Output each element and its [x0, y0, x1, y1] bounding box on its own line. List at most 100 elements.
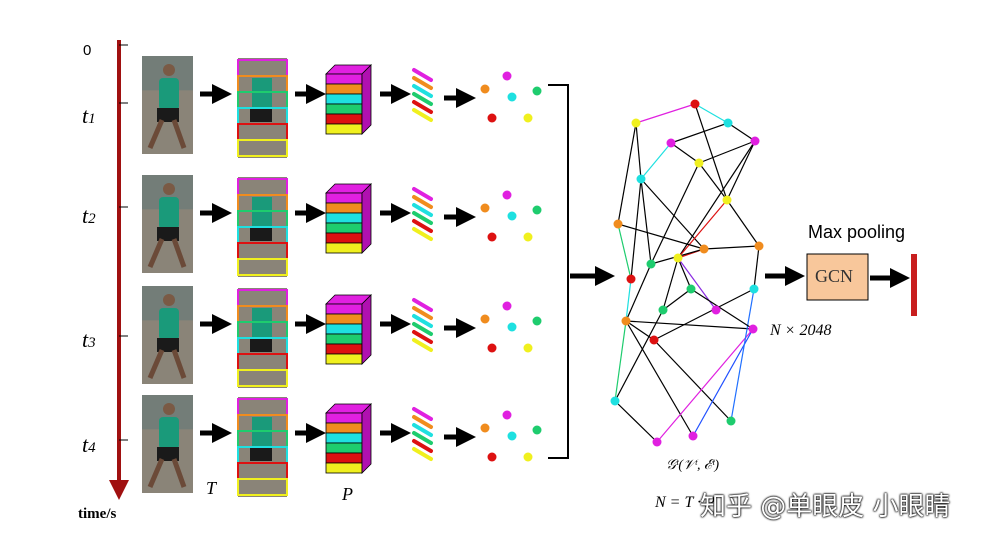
feature-slice [412, 439, 433, 453]
part-box [237, 258, 288, 276]
graph-edge [640, 142, 672, 180]
stack-layer [325, 202, 363, 214]
graph-node [711, 305, 721, 315]
graph-edge [650, 162, 700, 265]
graph-node [750, 136, 760, 146]
node-dot [532, 205, 542, 215]
person-leg [147, 458, 165, 488]
partitioned-torso [252, 417, 272, 449]
graph-edge [670, 142, 700, 164]
row-4 [142, 395, 542, 497]
node-dot [523, 232, 533, 242]
node-dot [487, 232, 497, 242]
row-2 [142, 175, 542, 277]
time-origin-label: 0 [83, 42, 92, 59]
feature-slice [412, 407, 433, 421]
feature-slice [412, 227, 433, 241]
person-shorts [157, 338, 179, 352]
part-box [237, 369, 288, 387]
feature-slice [412, 108, 433, 122]
graph-node [666, 138, 676, 148]
graph-edge [625, 320, 754, 330]
pooled-count-label: P [342, 484, 353, 504]
feature-slice [412, 76, 433, 90]
feature-slice [412, 298, 433, 312]
graph-edges [614, 103, 760, 443]
graph-nodes [610, 99, 764, 447]
node-dot [532, 425, 542, 435]
stack-layer [325, 83, 363, 95]
node-dot [523, 452, 533, 462]
time-axis-label: time/s [78, 506, 117, 522]
graph-edge [698, 140, 756, 164]
graph-edge [614, 400, 658, 443]
person-head [163, 403, 175, 415]
output-feature-bar [911, 254, 917, 316]
person-torso [159, 197, 179, 229]
graph-edge [617, 223, 705, 250]
person-torso [159, 308, 179, 340]
node-dot [502, 410, 512, 420]
max-pooling-label: Max pooling [808, 222, 906, 242]
stack-layer [325, 242, 363, 254]
time-label-t4: t4 [82, 432, 96, 457]
feature-dims-label: N × 2048 [770, 322, 832, 339]
graph-edge [617, 122, 637, 225]
person-head [163, 64, 175, 76]
stack-layer [325, 222, 363, 234]
feature-slice [412, 203, 433, 217]
time-label-t3: t3 [82, 327, 96, 352]
stack-layer [325, 353, 363, 365]
stack-layer [325, 343, 363, 355]
graph-edge [653, 339, 732, 422]
stack-side [361, 64, 372, 135]
graph-node [688, 431, 698, 441]
stack-layer [325, 422, 363, 434]
graph-edge [635, 103, 696, 124]
time-label-t2: t2 [82, 203, 96, 228]
stack-layer [325, 313, 363, 325]
node-dot [523, 343, 533, 353]
graph-node [699, 244, 709, 254]
partitioned-shorts [250, 108, 272, 122]
graph-formula-label: 𝒢ᵗ(𝒱ᵗ, ℰᵗ) [666, 458, 720, 473]
graph-edge [656, 328, 754, 443]
graph-edge [635, 122, 642, 180]
node-dot [507, 322, 517, 332]
graph-edge [625, 278, 632, 322]
feature-slice [412, 415, 433, 429]
feature-slice [412, 84, 433, 98]
graph-edge [625, 263, 652, 322]
graph-node [658, 305, 668, 315]
stack-side [361, 183, 372, 254]
graph-node [646, 259, 656, 269]
part-box [237, 139, 288, 157]
stack-layer [325, 93, 363, 105]
graph-edge [753, 245, 760, 290]
graph-edge [694, 103, 729, 124]
graph-edge [690, 288, 754, 330]
feature-slice [412, 314, 433, 328]
person-leg [147, 238, 165, 268]
node-dot [523, 113, 533, 123]
person-torso [159, 417, 179, 449]
graph-node [613, 219, 623, 229]
feature-slice [412, 306, 433, 320]
graph-edge [614, 320, 627, 402]
stack-layer [325, 212, 363, 224]
node-count-formula-label: N = T · P [655, 494, 715, 511]
node-dot [480, 314, 490, 324]
person-torso [159, 78, 179, 110]
person-shorts [157, 108, 179, 122]
stack-layer [325, 113, 363, 125]
graph-edge [653, 288, 755, 341]
graph-edge [692, 328, 754, 437]
stack-layer [325, 73, 363, 85]
graph-edge [698, 162, 728, 201]
node-dot [502, 71, 512, 81]
feature-slice [412, 330, 433, 344]
feature-slice [412, 195, 433, 209]
person-leg [147, 119, 165, 149]
person-head [163, 294, 175, 306]
